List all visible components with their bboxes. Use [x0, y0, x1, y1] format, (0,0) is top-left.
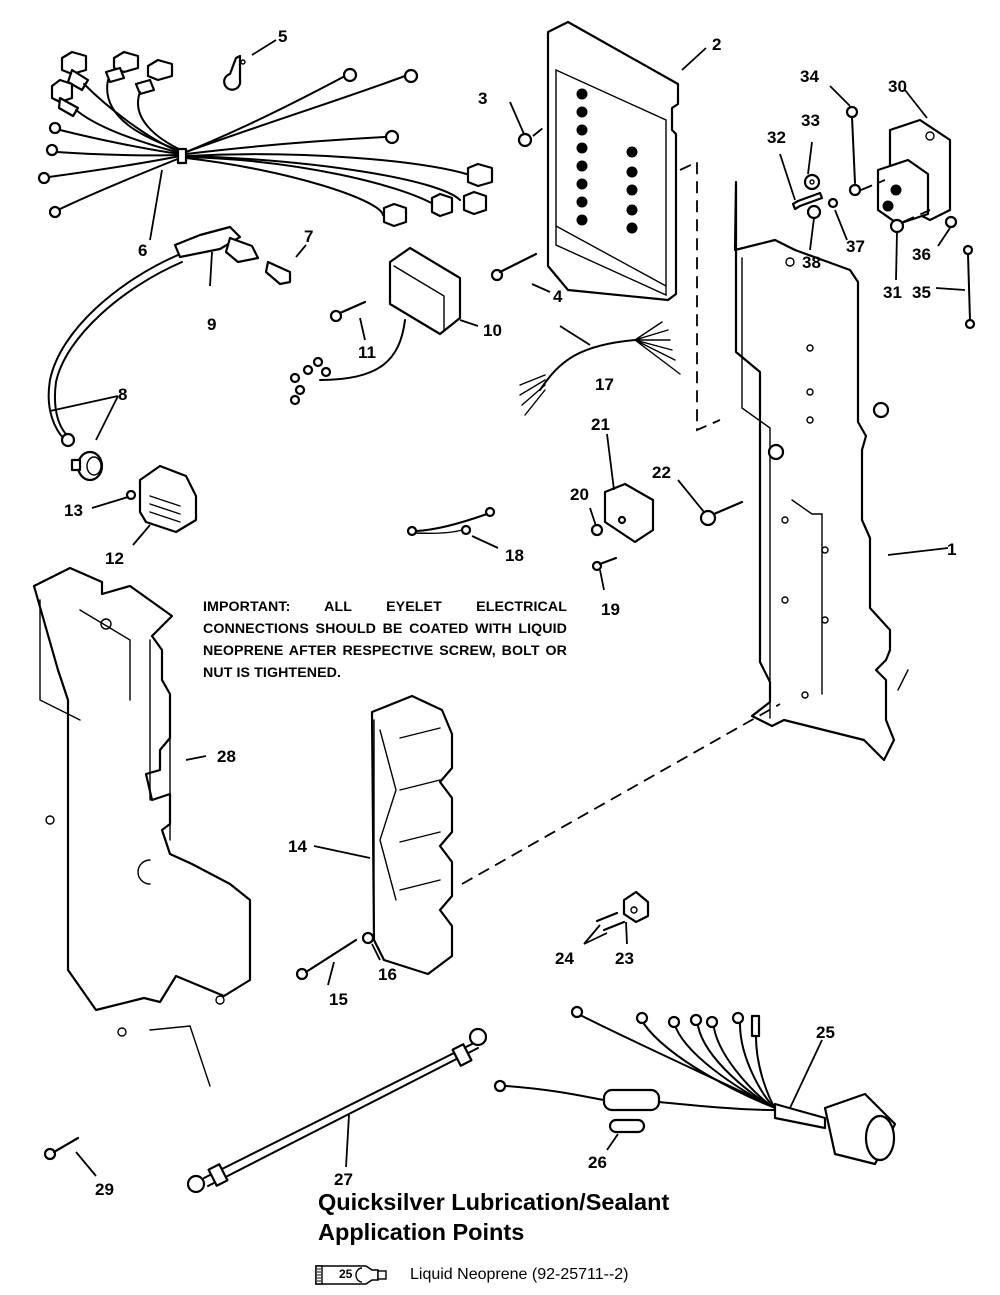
screw-4-part	[490, 252, 538, 282]
voltage-regulator-part	[125, 464, 198, 534]
callout-30: 30	[888, 77, 907, 96]
callout-20: 20	[570, 485, 589, 504]
stator-module-part	[289, 246, 462, 406]
coil-to-plate-guide	[461, 703, 781, 885]
nut-20-part	[590, 523, 604, 537]
harness-17-part	[519, 321, 681, 416]
callout-27: 27	[334, 1170, 353, 1189]
main-harness-25-part	[493, 1005, 897, 1166]
callout-32: 32	[767, 128, 786, 147]
wiring-harness-part	[37, 50, 494, 228]
callout-25: 25	[816, 1023, 835, 1042]
callout-35: 35	[912, 283, 931, 302]
boot-8-part	[70, 450, 104, 482]
small-hardware-parts	[791, 173, 839, 220]
callout-18: 18	[505, 546, 524, 565]
sealant-legend-label: Liquid Neoprene (92-25711--2)	[410, 1266, 629, 1283]
callout-29: 29	[95, 1180, 114, 1199]
callout-numbers: 1 2 3 4 5 6 7 8 9 10 11 12 13 14 15 16 1…	[64, 27, 956, 1199]
fuse-26-part	[608, 1118, 646, 1134]
callout-3: 3	[478, 89, 487, 108]
callout-1: 1	[947, 540, 956, 559]
sealant-tube-icon: 25	[314, 1264, 392, 1286]
callout-7: 7	[304, 227, 313, 246]
sealant-legend: 25 Liquid Neoprene (92-25711--2)	[314, 1264, 629, 1286]
nut-3-part	[517, 132, 533, 148]
ignition-coil-part	[370, 694, 454, 976]
callout-11: 11	[358, 343, 376, 362]
callout-14: 14	[288, 837, 307, 856]
starter-solenoid-part	[876, 118, 952, 226]
section-title: Quicksilver Lubrication/Sealant Applicat…	[318, 1187, 669, 1247]
callout-5: 5	[278, 27, 287, 46]
battery-cable-27-part	[186, 1027, 488, 1194]
callout-8: 8	[118, 385, 127, 404]
callout-2: 2	[712, 35, 721, 54]
screw-15-part	[295, 938, 358, 981]
screws-24-part	[595, 911, 626, 932]
callout-17: 17	[595, 375, 614, 394]
callout-34: 34	[800, 67, 819, 86]
spark-plug-part	[264, 260, 292, 286]
clamp-23-part	[622, 890, 650, 924]
callout-16: 16	[378, 965, 397, 984]
washer-13-part	[125, 489, 137, 501]
callout-4: 4	[553, 287, 563, 306]
callout-21: 21	[591, 415, 610, 434]
callout-9: 9	[207, 315, 216, 334]
rectifier-21-part	[603, 482, 655, 544]
bolt-22-part	[699, 500, 744, 527]
important-note: IMPORTANT: ALL EYELET ELECTRICAL CONNECT…	[203, 599, 567, 681]
callout-24: 24	[555, 949, 574, 968]
ground-lead-18-part	[406, 506, 496, 537]
callout-26: 26	[588, 1153, 607, 1172]
switch-box-part	[546, 20, 680, 302]
spark-plug-lead-part	[47, 225, 260, 448]
callout-22: 22	[652, 463, 671, 482]
screw-11-part	[329, 300, 367, 323]
j-clip-part	[223, 54, 246, 91]
nut-36-part	[944, 215, 958, 229]
section-title-line-2: Application Points	[318, 1219, 525, 1245]
callout-28: 28	[217, 747, 236, 766]
callout-31: 31	[883, 283, 902, 302]
callout-12: 12	[105, 549, 124, 568]
screw-29-part	[43, 1136, 80, 1161]
cover-28-part	[32, 566, 252, 1087]
callout-33: 33	[801, 111, 820, 130]
sealant-tube-number: 25	[339, 1267, 353, 1281]
section-title-line-1: Quicksilver Lubrication/Sealant	[318, 1189, 670, 1215]
callout-37: 37	[846, 237, 865, 256]
callout-15: 15	[329, 990, 348, 1009]
bushing-31-part	[889, 218, 905, 234]
washer-16-part	[361, 931, 375, 945]
screw-19-part	[591, 556, 618, 572]
callout-10: 10	[483, 321, 502, 340]
lead-35-part	[962, 244, 976, 330]
callout-36: 36	[912, 245, 931, 264]
lead-34-part	[845, 105, 886, 197]
callout-38: 38	[802, 253, 821, 272]
leader-lines	[49, 39, 966, 1177]
callout-6: 6	[138, 241, 147, 260]
callout-23: 23	[615, 949, 634, 968]
mounting-plate-part	[733, 180, 909, 762]
callout-13: 13	[64, 501, 83, 520]
callout-19: 19	[601, 600, 620, 619]
switch-box-terminals	[576, 88, 638, 234]
